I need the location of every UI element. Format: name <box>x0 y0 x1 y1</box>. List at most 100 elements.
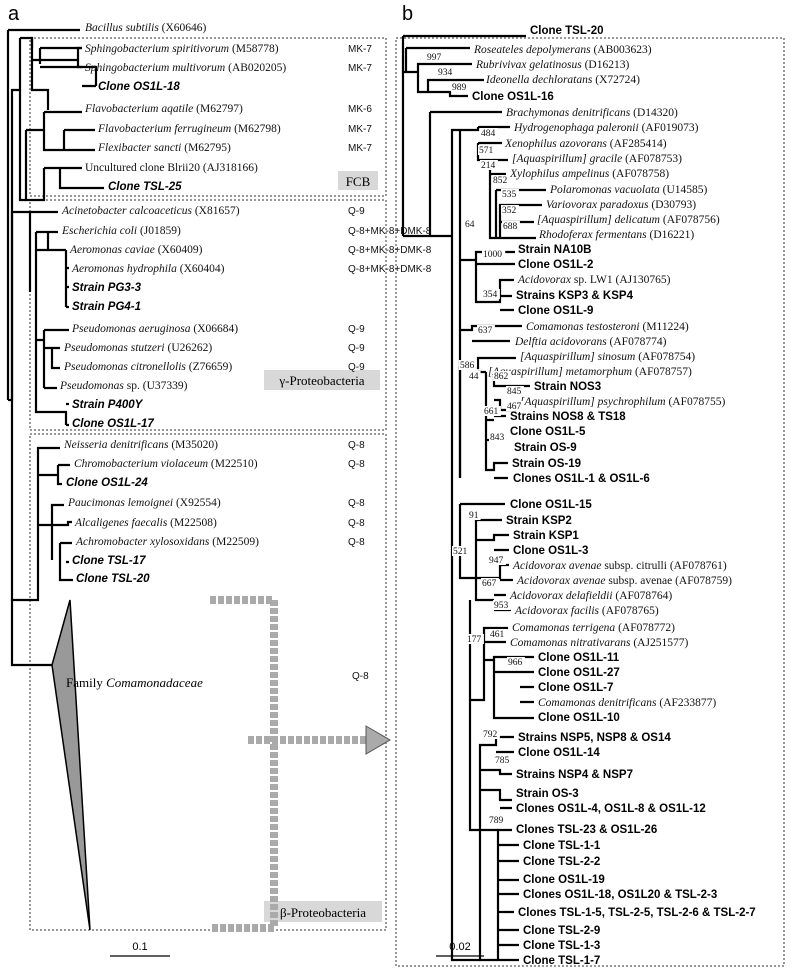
bootstrap-value: 571 <box>479 146 494 156</box>
quinone-label: Q-9 <box>348 324 365 335</box>
bootstrap-value: 1000 <box>483 250 502 260</box>
panel-b-leaf: Clone OS1L-3 <box>513 545 588 557</box>
panel-b-leaf: Variovorax paradoxus (D30793) <box>546 199 696 211</box>
panel-a-leaf: Flavobacterium ferrugineum (M62798) <box>97 123 281 135</box>
panel-a-leaf: Alcaligenes faecalis (M22508) <box>74 517 217 529</box>
panel-b-leaf: Comamonas denitrificans (AF233877) <box>538 697 716 709</box>
panel-a-leaf: Neisseria denitrificans (M35020) <box>63 439 218 451</box>
quinone-label: Q-8+MK-8+DMK-8 <box>348 226 432 237</box>
beta-label-bg <box>264 901 382 922</box>
gamma-box <box>29 199 387 431</box>
panel-b-leaf: Strain OS-9 <box>514 442 577 454</box>
fcb-label: FCB <box>346 174 371 189</box>
comamonadaceae-clade-triangle <box>51 599 91 931</box>
panel-b-leaf: [Aquaspirillum] delicatum (AF078756) <box>537 214 720 226</box>
panel-b-leaf: Clone OS1L-14 <box>518 747 600 759</box>
bootstrap-value: 789 <box>489 816 504 826</box>
bootstrap-value: 843 <box>490 433 505 443</box>
panel-b-leaf: Clone TSL-1-7 <box>523 955 600 967</box>
quinone-label: Q-8 <box>348 518 365 529</box>
panel-b-leaf: Polaromonas vacuolata (U14585) <box>549 184 708 196</box>
bootstrap-value: 177 <box>467 635 482 645</box>
panel-a-leaf: Strain P400Y <box>72 399 144 411</box>
bootstrap-value: 989 <box>452 83 467 93</box>
family-label: Family Comamonadaceae <box>66 675 203 690</box>
beta-label: β-Proteobacteria <box>280 905 366 920</box>
bootstrap-value: 966 <box>508 658 523 668</box>
panel-a-leaf: Chromobacterium violaceum (M22510) <box>74 458 258 470</box>
quinone-label: MK-6 <box>348 104 372 115</box>
panel-a-leaf: Flexibacter sancti (M62795) <box>97 142 231 154</box>
expansion-arrow-head <box>365 725 391 755</box>
panel-b-leaf: Clone OS1L-2 <box>518 259 593 271</box>
quinone-label: Q-9 <box>348 343 365 354</box>
panel-b-leaf: Strains NOS8 & TS18 <box>510 411 626 423</box>
panel-b-leaf: Acidovorax avenae subsp. avenae (AF07875… <box>516 575 732 587</box>
panel-b-leaf: Clone OS1L-9 <box>518 305 593 317</box>
bootstrap-value: 214 <box>481 161 496 171</box>
panel-a-leaf: Aeromonas hydrophila (X60404) <box>71 263 225 275</box>
quinone-label: MK-7 <box>348 63 372 74</box>
panel-b-leaf: Roseateles depolymerans (AB003623) <box>473 44 652 56</box>
quinone-label: Q-8+MK-8+DMK-8 <box>348 245 432 256</box>
panel-b-leaf: Clones TSL-23 & OS1L-26 <box>516 824 657 836</box>
panel-b-leaf: Xylophilus ampelinus (AF078758) <box>509 168 669 180</box>
panel-a-leaf: Pseudomonas citronellolis (Z76659) <box>63 361 232 373</box>
fcb-box <box>29 37 387 197</box>
panel-a-label: a <box>8 3 20 25</box>
panel-b-leaf: Strain OS-3 <box>516 788 579 800</box>
panel-b-leaf: Clone TSL-1-3 <box>523 940 600 952</box>
quinone-label: MK-7 <box>348 124 372 135</box>
panel-b-leaf: Delftia acidovorans (AF078774) <box>514 336 667 348</box>
tree-a-branches <box>6 28 104 667</box>
panel-a-leaf: Pseudomonas stutzeri (U26262) <box>63 342 212 354</box>
bootstrap-value: 661 <box>484 407 499 417</box>
panel-a-quinone-labels: MK-7MK-7MK-6MK-7MK-7Q-9Q-8+MK-8+DMK-8Q-8… <box>348 44 432 548</box>
panel-b-leaf: Strains KSP3 & KSP4 <box>516 290 634 302</box>
panel-b-leaf: Strains NSP4 & NSP7 <box>516 769 633 781</box>
bootstrap-value: 947 <box>489 556 504 566</box>
bootstrap-value: 934 <box>438 68 453 78</box>
panel-b-leaf: Brachymonas denitrificans (D14320) <box>506 107 678 119</box>
panel-a-leaf: Clone OS1L-17 <box>72 418 154 430</box>
panel-b-label: b <box>402 3 413 25</box>
bootstrap-value: 953 <box>494 601 509 611</box>
panel-b-leaf: Acidovorax avenae subsp. citrulli (AF078… <box>512 560 727 572</box>
panel-a-leaf: Clone TSL-17 <box>72 555 146 567</box>
bootstrap-value: 352 <box>502 206 517 216</box>
panel-a-leaf: Strain PG3-3 <box>72 282 142 294</box>
scale-a-label: 0.1 <box>132 941 147 953</box>
panel-a-leaf: Aeromonas caviae (X60409) <box>69 244 203 256</box>
panel-b-leaf: [Aquaspirillum] metamorphum (AF078757) <box>488 366 692 378</box>
panel-b-leaf: Strain NA10B <box>518 244 592 256</box>
bootstrap-value: 535 <box>502 190 517 200</box>
panel-b-leaf: Clone TSL-1-1 <box>523 840 601 852</box>
fcb-label-bg <box>338 171 378 190</box>
quinone-label: MK-7 <box>348 44 372 55</box>
gamma-label-bg <box>264 370 380 390</box>
quinone-label: Q-8+MK-8+DMK-8 <box>348 264 432 275</box>
bootstrap-value: 461 <box>490 630 505 640</box>
panel-a-leaf: Sphingobacterium multivorum (AB020205) <box>85 62 286 74</box>
bootstrap-value: 637 <box>478 326 493 336</box>
panel-b-leaf: Xenophilus azovorans (AF285414) <box>504 138 667 150</box>
panel-b-leaf: Clone OS1L-16 <box>472 91 554 103</box>
bootstrap-value: 484 <box>481 129 496 139</box>
panel-b-leaf: Strain NOS3 <box>534 381 601 393</box>
panel-a-leaf: Paucimonas lemoignei (X92554) <box>67 497 221 509</box>
panel-a-leaf: Acinetobacter calcoaceticus (X81657) <box>61 205 240 217</box>
quinone-label: Q-9 <box>348 206 365 217</box>
panel-b-leaf: [Aquaspirillum] psychrophilum (AF078755) <box>520 396 725 408</box>
panel-a-leaf: Uncultured clone Blrii20 (AJ318166) <box>85 162 258 174</box>
quinone-label: Q-8 <box>348 440 365 451</box>
panel-a-leaf: Strain PG4-1 <box>72 301 141 313</box>
bootstrap-value: 852 <box>493 176 508 186</box>
panel-b-bootstrap-values: 9979349894845712148525353526886410003546… <box>426 52 525 826</box>
panel-b-leaf: Clones OS1L-1 & OS1L-6 <box>513 473 650 485</box>
panel-b-leaf: Strain OS-19 <box>512 458 581 470</box>
panel-b-leaf: Clone OS1L-11 <box>538 652 620 664</box>
quinone-label: Q-8 <box>348 498 365 509</box>
panel-b-leaf: Clone OS1L-5 <box>510 426 586 438</box>
